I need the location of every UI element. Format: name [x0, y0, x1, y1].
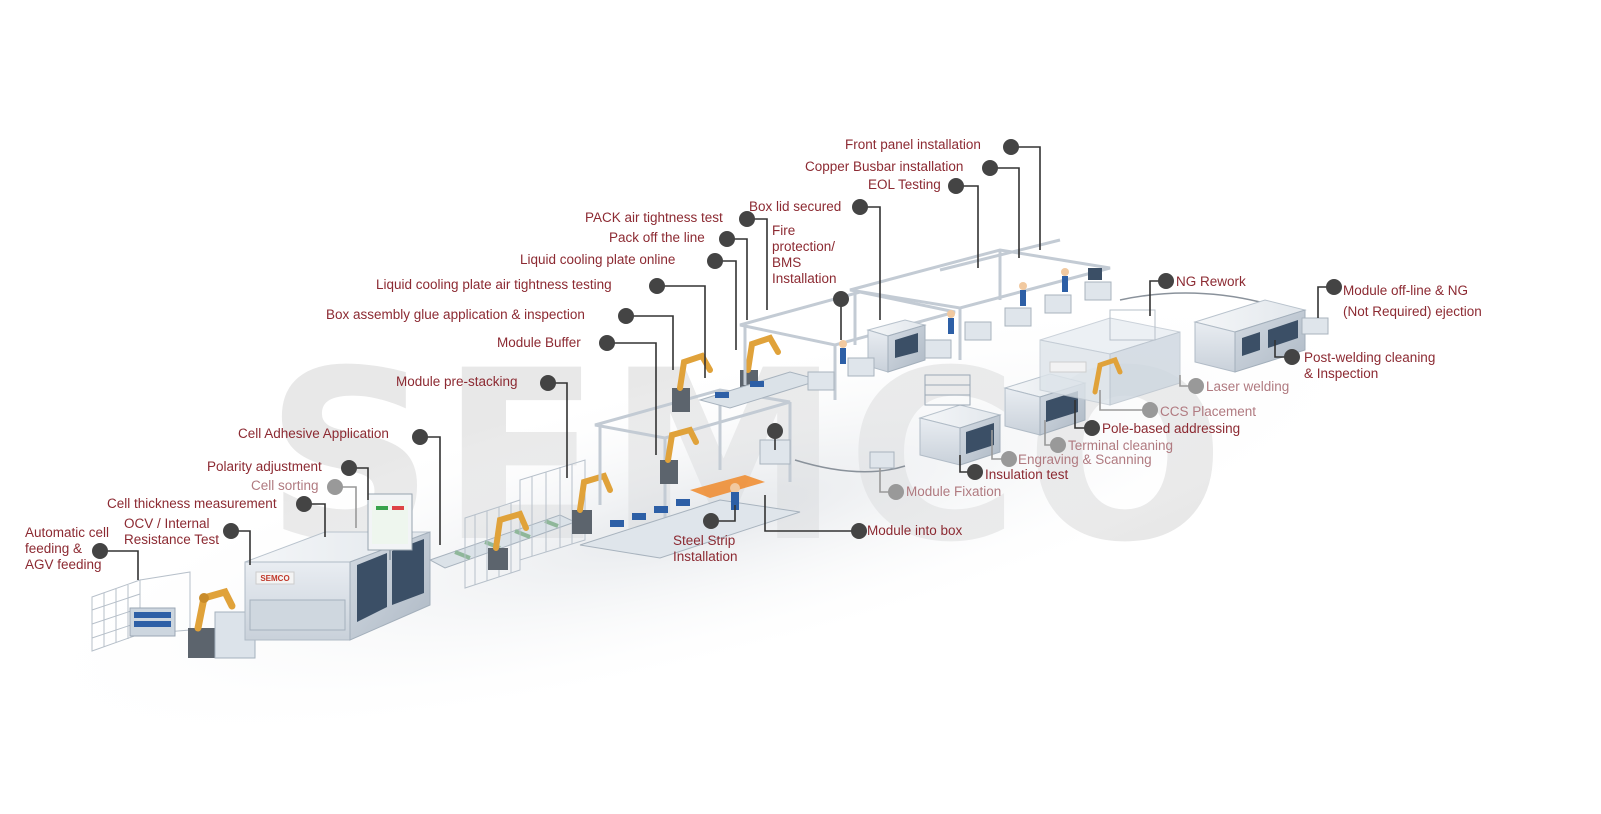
callout-module-offline: Module off-line & NG (Not Required) ejec… [1343, 283, 1482, 319]
callout-module-pre-stacking: Module pre-stacking [396, 374, 518, 389]
callout-marker [1326, 279, 1342, 295]
callout-pack-off-line: Pack off the line [609, 230, 705, 245]
callout-marker [327, 479, 343, 495]
leader-line [607, 342, 657, 455]
callout-marker [1284, 349, 1300, 365]
callout-marker [851, 523, 867, 539]
pack-assembly-line [739, 238, 1112, 400]
callout-liquid-cooling-online: Liquid cooling plate online [520, 252, 676, 267]
callout-cell-thickness: Cell thickness measurement [107, 496, 277, 511]
machine-logo: SEMCO [260, 574, 289, 583]
callout-ocv-test: OCV / Internal Resistance Test [124, 516, 220, 547]
callout-module-into-box: Module into box [867, 523, 963, 538]
callout-marker [948, 178, 964, 194]
leader-line [715, 260, 737, 350]
callout-engraving: Engraving & Scanning [1018, 452, 1152, 467]
callout-ccs-placement: CCS Placement [1160, 404, 1257, 419]
callout-cell-adhesive: Cell Adhesive Application [238, 426, 389, 441]
leader-line [764, 495, 859, 532]
callout-marker [739, 211, 755, 227]
callout-marker [1142, 402, 1158, 418]
callout-marker [649, 278, 665, 294]
callout-pack-air-test: PACK air tightness test [585, 210, 723, 225]
callout-marker [92, 543, 108, 559]
callout-marker [1188, 378, 1204, 394]
callout-marker [296, 496, 312, 512]
callout-marker [1084, 420, 1100, 436]
callout-box-assembly-glue: Box assembly glue application & inspecti… [326, 307, 585, 322]
cell-feeding-cell [91, 571, 256, 659]
leader-line [626, 315, 674, 370]
callout-terminal-cleaning: Terminal cleaning [1068, 438, 1174, 453]
callout-fire-protection: Fire protection/ BMS Installation [772, 223, 837, 286]
callout-eol-testing: EOL Testing [868, 177, 941, 192]
callout-box-lid: Box lid secured [749, 199, 842, 214]
callout-insulation-test: Insulation test [985, 467, 1069, 482]
leader-line [1099, 390, 1150, 411]
callout-marker [1001, 451, 1017, 467]
leader-line [657, 285, 706, 378]
callout-pole-addressing: Pole-based addressing [1102, 421, 1241, 436]
callout-post-welding: Post-welding cleaning & Inspection [1304, 350, 1436, 381]
callout-marker [341, 460, 357, 476]
callout-cell-sorting: Cell sorting [251, 478, 319, 493]
callout-marker [833, 291, 849, 307]
callout-marker [982, 160, 998, 176]
callout-marker [703, 513, 719, 529]
leader-line [990, 167, 1020, 258]
callout-marker [767, 423, 783, 439]
leader-line [747, 218, 768, 310]
leader-line [1011, 146, 1041, 250]
callout-marker [719, 231, 735, 247]
callout-polarity-adjustment: Polarity adjustment [207, 459, 322, 474]
callout-module-buffer: Module Buffer [497, 335, 581, 350]
stacking-cell [428, 459, 613, 589]
callout-marker [1003, 139, 1019, 155]
callout-steel-strip: Steel Strip Installation [673, 533, 738, 564]
leader-line [727, 238, 748, 320]
callout-marker [540, 375, 556, 391]
pack-robot-cell [672, 334, 822, 412]
callout-marker [888, 484, 904, 500]
ocv-test-machine: SEMCO [244, 493, 431, 641]
callout-marker [412, 429, 428, 445]
callout-marker [707, 253, 723, 269]
callout-ng-rework: NG Rework [1176, 274, 1246, 289]
transfer-cable [1119, 292, 1261, 303]
callout-marker [618, 308, 634, 324]
callout-marker [852, 199, 868, 215]
callout-marker [1158, 273, 1174, 289]
module-welding-line [869, 299, 1329, 469]
transfer-cable [794, 459, 906, 473]
leader-line [860, 206, 881, 320]
callout-liquid-cooling-test: Liquid cooling plate air tightness testi… [376, 277, 612, 292]
leader-line [100, 550, 139, 580]
callout-copper-busbar: Copper Busbar installation [805, 159, 964, 174]
callout-laser-welding: Laser welding [1206, 379, 1290, 394]
callout-marker [223, 523, 239, 539]
callout-auto-cell-feeding: Automatic cell feeding & AGV feeding [25, 525, 110, 572]
callout-marker [1050, 437, 1066, 453]
callout-marker [599, 335, 615, 351]
callout-front-panel: Front panel installation [845, 137, 981, 152]
callout-module-fixation: Module Fixation [906, 484, 1002, 499]
callout-marker [967, 464, 983, 480]
